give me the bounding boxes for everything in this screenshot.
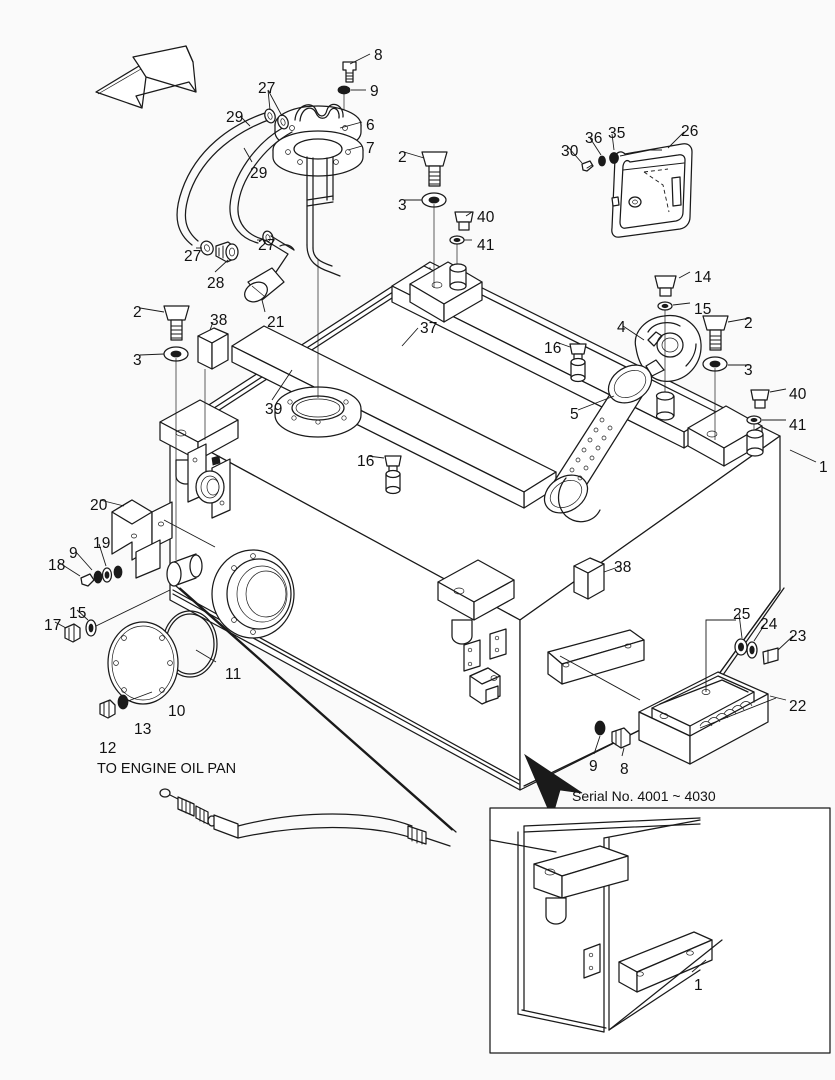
callout-23: 23 — [789, 628, 807, 645]
callout-38: 38 — [614, 559, 632, 576]
callout-37: 37 — [420, 320, 438, 337]
plug-40-top-center — [449, 211, 474, 291]
callout-36: 36 — [585, 130, 603, 147]
inset-serial-caption: Serial No. 4001 ~ 4030 — [572, 788, 716, 804]
callout-8: 8 — [620, 761, 629, 778]
cover-plate-assembly — [581, 143, 693, 238]
callout-16: 16 — [357, 453, 375, 470]
callout-3: 3 — [744, 362, 753, 379]
callout-17: 17 — [44, 617, 62, 634]
tank-side-fittings — [166, 443, 457, 833]
filler-cap-4 — [634, 314, 702, 382]
callout-1: 1 — [819, 459, 828, 476]
callout-35: 35 — [608, 125, 626, 142]
strainer-tube-5 — [543, 364, 653, 523]
hose-assembly — [176, 108, 295, 303]
callout-7: 7 — [366, 140, 375, 157]
callout-20: 20 — [90, 497, 108, 514]
callout-18: 18 — [48, 557, 66, 574]
oil-pan-hose — [159, 788, 451, 847]
callout-28: 28 — [207, 275, 225, 292]
bolt-2-top-center — [421, 151, 448, 288]
inset-panel — [489, 753, 831, 1054]
plug-16-center — [384, 455, 402, 495]
callout-21: 21 — [267, 314, 285, 331]
callout-30: 30 — [561, 143, 579, 160]
callout-39: 39 — [265, 401, 283, 418]
callout-1: 1 — [694, 977, 703, 994]
callout-26: 26 — [681, 123, 699, 140]
callout-10: 10 — [168, 703, 186, 720]
callout-3: 3 — [398, 197, 407, 214]
oil-pan-caption: TO ENGINE OIL PAN — [97, 761, 237, 777]
callout-40: 40 — [477, 209, 495, 226]
plug-14-15 — [654, 275, 677, 421]
callout-8: 8 — [374, 47, 383, 64]
bolt-2-right — [702, 315, 729, 440]
callout-25: 25 — [733, 606, 751, 623]
tank-top-opening-39 — [274, 260, 362, 438]
plug-40-right — [746, 389, 770, 457]
spacer-38-right — [573, 557, 605, 600]
callout-14: 14 — [694, 269, 712, 286]
bracket-assembly-20 — [64, 499, 216, 643]
callout-11: 11 — [225, 666, 242, 683]
callout-9: 9 — [69, 545, 78, 562]
callout-22: 22 — [789, 698, 807, 715]
callout-9: 9 — [589, 758, 598, 775]
callout-9: 9 — [370, 83, 379, 100]
bolt-2-left — [163, 305, 190, 560]
callout-2: 2 — [398, 149, 407, 166]
callout-6: 6 — [366, 117, 375, 134]
plug-16-right — [569, 343, 587, 383]
callout-2: 2 — [133, 304, 142, 321]
callout-4: 4 — [617, 319, 626, 336]
callout-13: 13 — [134, 721, 152, 738]
callout-3: 3 — [133, 352, 142, 369]
callout-15: 15 — [694, 301, 712, 318]
callout-16: 16 — [544, 340, 562, 357]
callout-29: 29 — [250, 165, 268, 182]
callout-5: 5 — [570, 406, 579, 423]
callout-27: 27 — [258, 237, 276, 254]
callout-15: 15 — [69, 605, 87, 622]
callout-41: 41 — [477, 237, 495, 254]
callout-27: 27 — [184, 248, 202, 265]
callout-29: 29 — [226, 109, 244, 126]
spacer-38-left — [197, 327, 229, 440]
callout-12: 12 — [99, 740, 117, 757]
callout-27: 27 — [258, 80, 276, 97]
callout-38: 38 — [210, 312, 228, 329]
lower-right-details — [463, 619, 779, 765]
front-arrow-icon — [95, 45, 197, 109]
callout-19: 19 — [93, 535, 111, 552]
callout-24: 24 — [760, 616, 778, 633]
callout-41: 41 — [789, 417, 807, 434]
sender-flange-assembly — [272, 61, 364, 277]
leader-lines — [54, 53, 817, 757]
callout-2: 2 — [744, 315, 753, 332]
side-flange-assembly — [99, 549, 295, 719]
callout-40: 40 — [789, 386, 807, 403]
